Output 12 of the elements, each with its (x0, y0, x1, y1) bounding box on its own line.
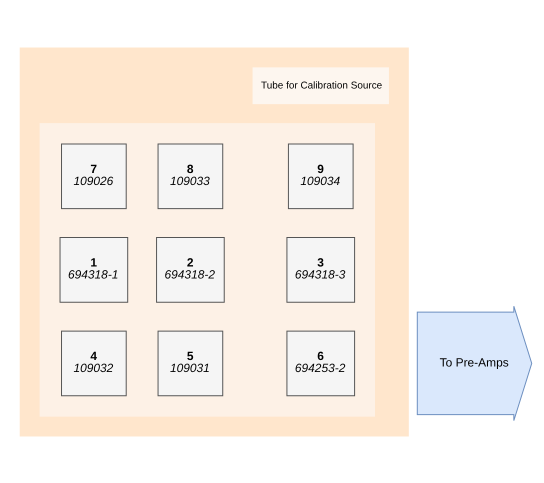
node-box: 1 694318-1 (60, 236, 128, 302)
node-box: 7 109026 (61, 142, 127, 209)
node-box: Tube for Calibration Source (252, 66, 389, 104)
node-box: 9 109034 (288, 142, 354, 209)
cluster (40, 122, 375, 416)
node-box: 2 694318-2 (156, 236, 225, 302)
node-box: 5 109031 (158, 330, 224, 396)
node-box: 6 694253-2 (286, 330, 356, 396)
node-box: 4 109032 (61, 330, 127, 396)
node-box: 8 109033 (158, 142, 224, 209)
node-box: 3 694318-3 (286, 236, 356, 302)
cluster (20, 46, 409, 436)
